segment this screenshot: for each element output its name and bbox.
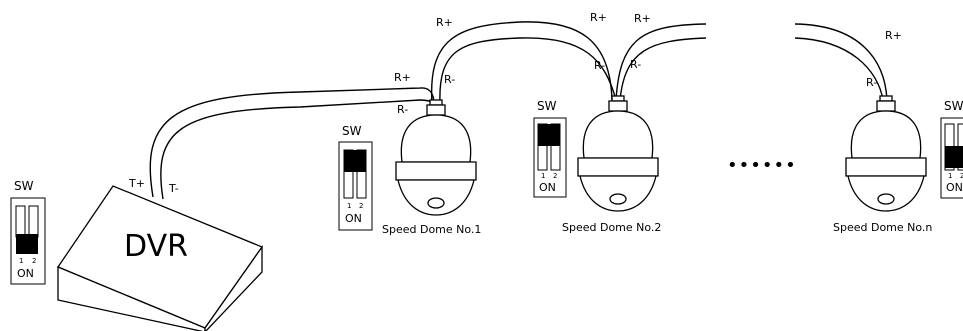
wire-d1-d2-neg bbox=[439, 37, 617, 105]
dome1-caption: Speed Dome No.1 bbox=[382, 223, 481, 236]
dome2-caption: Speed Dome No.2 bbox=[562, 221, 661, 234]
wires bbox=[149, 21, 888, 200]
speed-dome-2: Speed Dome No.2 bbox=[562, 95, 661, 234]
dome1-switch-on: ON bbox=[345, 212, 362, 225]
dome1-out-neg-label: R- bbox=[444, 73, 455, 86]
dome2-switch-title: SW bbox=[537, 99, 557, 113]
speed-dome-n: Speed Dome No.n bbox=[833, 95, 932, 234]
dvr-terminal-pos: T+ bbox=[128, 177, 145, 190]
domen-switch-num1: 1 bbox=[948, 172, 952, 180]
domen-switch-title: SW bbox=[944, 99, 963, 113]
dvr-switch-title: SW bbox=[14, 179, 34, 193]
dome2-switch-on: ON bbox=[539, 181, 556, 194]
dome1-switch-num2: 2 bbox=[359, 202, 363, 210]
dvr-switch-slot-1 bbox=[15, 205, 26, 238]
domen-lens-icon bbox=[877, 193, 895, 205]
domen-switch-on: ON bbox=[946, 181, 963, 194]
dvr-switch-slot-2 bbox=[28, 205, 39, 238]
domen-switch-num2: 2 bbox=[960, 172, 963, 180]
dome1-switch: SW 1 2 ON bbox=[338, 124, 373, 231]
dvr-terminal-neg: T- bbox=[168, 182, 179, 195]
speed-dome-1: Speed Dome No.1 bbox=[382, 99, 481, 236]
dvr-switch: SW 1 2 ON bbox=[10, 179, 46, 285]
dome1-lens-icon bbox=[427, 197, 445, 209]
dome1-switch-lever bbox=[344, 150, 366, 172]
domen-switch: SW 1 2 ON bbox=[940, 99, 963, 199]
dvr-switch-num1: 1 bbox=[19, 257, 23, 265]
dvr-device: DVR bbox=[57, 185, 264, 331]
dvr-label: DVR bbox=[124, 229, 188, 264]
dvr-switch-num2: 2 bbox=[32, 257, 36, 265]
domen-switch-lever bbox=[945, 146, 963, 168]
dome2-switch: SW 1 2 ON bbox=[533, 99, 567, 198]
dome2-switch-num1: 1 bbox=[541, 172, 545, 180]
wire-dn-in-pos bbox=[794, 23, 888, 101]
wire-d2-out-pos bbox=[615, 23, 707, 101]
dome2-lens-icon bbox=[609, 193, 627, 205]
dome2-in-pos-label: R+ bbox=[590, 11, 607, 24]
domen-caption: Speed Dome No.n bbox=[833, 221, 932, 234]
dome2-switch-num2: 2 bbox=[553, 172, 557, 180]
dome2-right-neg-label: R- bbox=[630, 58, 641, 71]
dome2-left-neg-label: R- bbox=[594, 59, 605, 72]
dome1-switch-num1: 1 bbox=[347, 202, 351, 210]
dvr-switch-on: ON bbox=[17, 267, 34, 280]
wire-main-pos bbox=[149, 87, 435, 198]
dvr-switch-lever bbox=[16, 234, 38, 254]
wire-d2-out-neg bbox=[619, 37, 707, 101]
wire-d1-d2-pos bbox=[430, 21, 613, 105]
main-pos-label: R+ bbox=[394, 71, 411, 84]
ellipsis-dots: •••••• bbox=[727, 155, 797, 176]
main-neg-label: R- bbox=[397, 103, 408, 116]
dome1-out-pos-label: R+ bbox=[436, 16, 453, 29]
dome2-out-pos-label: R+ bbox=[634, 12, 651, 25]
domen-pos-label: R+ bbox=[885, 29, 902, 42]
dome1-switch-title: SW bbox=[342, 124, 362, 138]
domen-neg-label: R- bbox=[866, 76, 877, 89]
wire-dn-in-neg bbox=[794, 37, 884, 101]
dome2-switch-lever bbox=[538, 124, 560, 146]
